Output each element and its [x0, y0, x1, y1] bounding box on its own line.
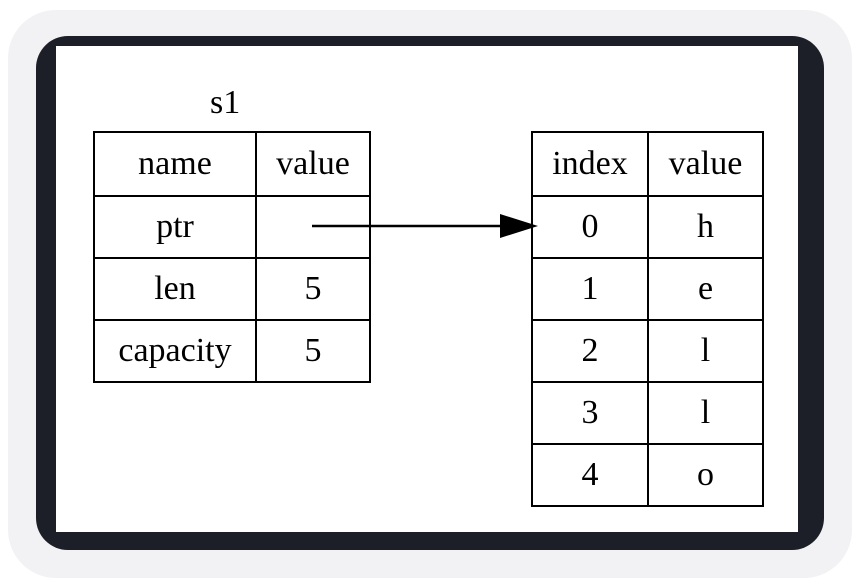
heap-row-value: e [647, 257, 764, 321]
heap-row: 4 o [531, 443, 764, 507]
s1-row-value: 5 [255, 257, 371, 321]
s1-header-row: name value [93, 131, 371, 197]
heap-header-row: index value [531, 131, 764, 197]
s1-ptr-value-cell [255, 195, 371, 259]
heap-row: 3 l [531, 381, 764, 445]
s1-row-name: ptr [93, 195, 257, 259]
heap-table: index value 0 h 1 e 2 l 3 l 4 o [531, 131, 764, 507]
heap-row-index: 1 [531, 257, 649, 321]
heap-header-index: index [531, 131, 649, 197]
s1-table: name value ptr len 5 capacity 5 [93, 131, 371, 383]
s1-row-len: len 5 [93, 257, 371, 321]
heap-row-value: l [647, 381, 764, 445]
heap-row-value: o [647, 443, 764, 507]
s1-row-name: len [93, 257, 257, 321]
s1-title: s1 [210, 84, 241, 121]
s1-header-value: value [255, 131, 371, 197]
heap-row-index: 0 [531, 195, 649, 259]
s1-row-capacity: capacity 5 [93, 319, 371, 383]
heap-row: 0 h [531, 195, 764, 259]
s1-row-value: 5 [255, 319, 371, 383]
s1-row-ptr: ptr [93, 195, 371, 259]
heap-row-value: l [647, 319, 764, 383]
heap-row-value: h [647, 195, 764, 259]
heap-row: 2 l [531, 319, 764, 383]
diagram-canvas: s1 name value ptr len 5 capacity 5 [56, 46, 798, 532]
s1-row-name: capacity [93, 319, 257, 383]
s1-header-name: name [93, 131, 257, 197]
heap-row-index: 3 [531, 381, 649, 445]
heap-row-index: 4 [531, 443, 649, 507]
heap-header-value: value [647, 131, 764, 197]
heap-row-index: 2 [531, 319, 649, 383]
heap-row: 1 e [531, 257, 764, 321]
